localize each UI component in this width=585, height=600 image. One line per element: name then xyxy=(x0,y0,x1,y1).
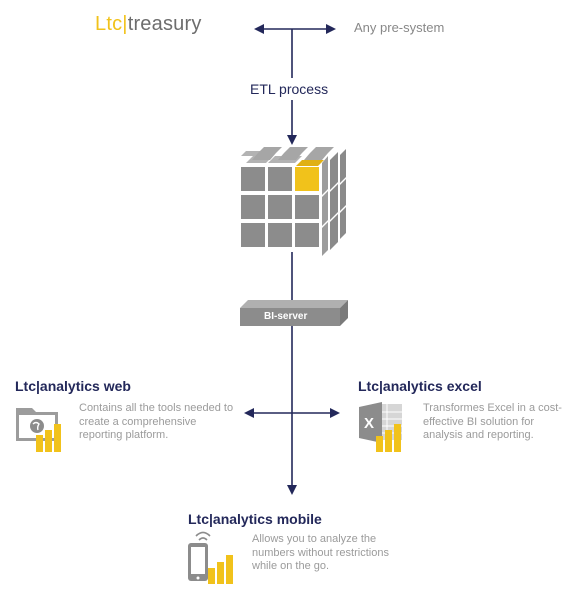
folder-globe-icon xyxy=(16,408,61,452)
product-description-mobile: Allows you to analyze the numbers withou… xyxy=(252,533,389,572)
product-title-mobile: Ltc|analytics mobile xyxy=(188,511,322,527)
svg-text:X: X xyxy=(364,415,374,432)
phone-icon xyxy=(188,531,233,584)
etl-process-label: ETL process xyxy=(250,81,329,97)
brand-separator: | xyxy=(122,13,128,35)
product-title-excel: Ltc|analytics excel xyxy=(358,378,482,394)
pre-system-label: Any pre-system xyxy=(354,20,445,35)
product-title-web: Ltc|analytics web xyxy=(15,378,131,394)
bi-server-box xyxy=(240,300,348,326)
bi-server-label: BI-server xyxy=(264,311,308,322)
brand-prefix: Ltc xyxy=(95,13,123,35)
product-description-excel: Transformes Excel in a cost-effective BI… xyxy=(423,402,562,441)
brand-name: treasury xyxy=(127,13,202,35)
product-description-web: Contains all the tools needed to create … xyxy=(79,402,234,441)
excel-icon: X xyxy=(359,402,402,452)
source-brand: Ltc|treasury xyxy=(95,13,202,36)
olap-cube-icon xyxy=(241,147,346,256)
